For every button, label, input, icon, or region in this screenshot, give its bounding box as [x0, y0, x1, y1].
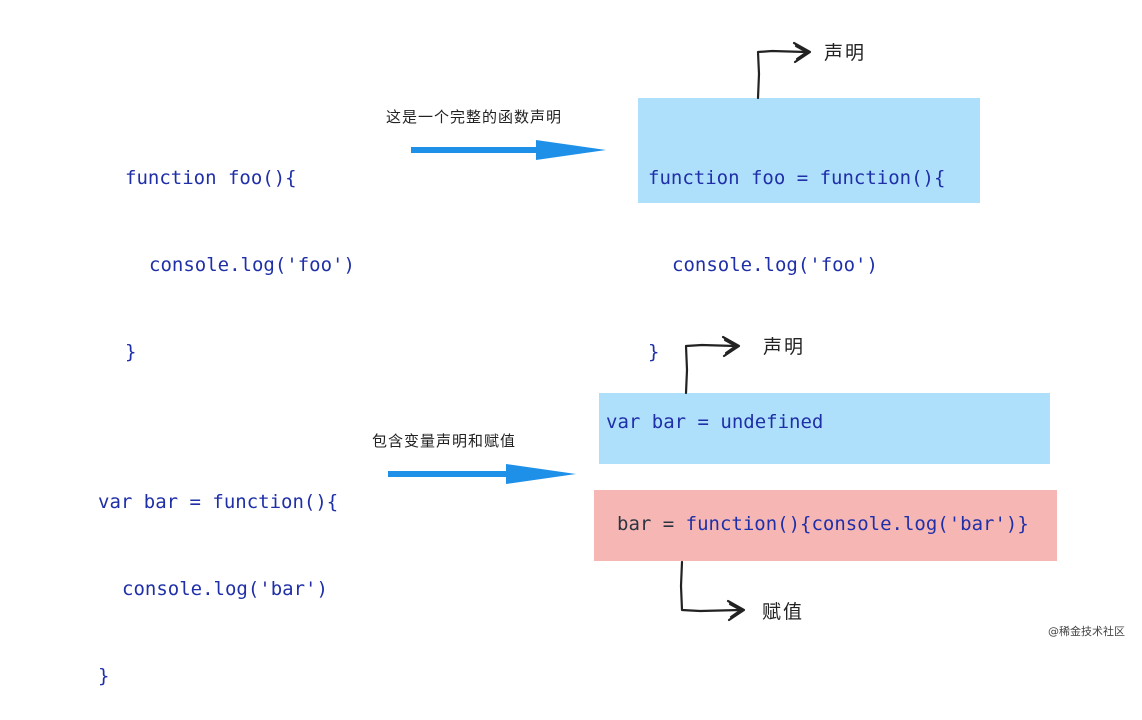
bottom-assignment-code: bar = function(){console.log('bar')} — [617, 510, 1029, 539]
bottom-annotation: 包含变量声明和赋值 — [372, 432, 517, 450]
top-result-code: function foo = function(){ console.log('… — [648, 106, 945, 425]
code-line: console.log('bar') — [122, 578, 328, 600]
assignment-value: function(){console.log('bar')} — [685, 513, 1029, 535]
arrows-layer — [388, 41, 812, 622]
bottom-transform-arrow — [388, 464, 576, 484]
code-line: var bar = function(){ — [98, 491, 339, 513]
bottom-assignment-label: 赋值 — [762, 601, 805, 623]
bottom-declaration-box: var bar = undefined — [599, 393, 1050, 464]
top-transform-arrow — [411, 140, 606, 160]
top-annotation: 这是一个完整的函数声明 — [386, 108, 563, 126]
code-line: console.log('foo') — [149, 254, 355, 276]
code-line: } — [648, 341, 660, 363]
bottom-declaration-code: var bar = undefined — [606, 411, 824, 433]
code-line: function foo = function(){ — [648, 167, 946, 189]
bottom-assignment-arrow — [679, 560, 746, 622]
code-line: console.log('foo') — [672, 254, 878, 276]
bottom-assignment-box: bar = function(){console.log('bar')} — [594, 490, 1057, 561]
watermark: @稀金技术社区 — [1048, 625, 1125, 638]
code-line: } — [98, 665, 110, 687]
code-line: } — [125, 341, 137, 363]
code-line: function foo(){ — [125, 167, 297, 189]
top-declaration-arrow — [756, 41, 812, 100]
bottom-declaration-arrow — [684, 335, 741, 395]
top-declaration-box: function foo = function(){ console.log('… — [638, 98, 980, 363]
bottom-declaration-label: 声明 — [763, 336, 806, 358]
top-declaration-label: 声明 — [824, 42, 867, 64]
top-source-code: function foo(){ console.log('foo') } — [125, 106, 355, 396]
assignment-prefix: bar = — [617, 513, 686, 535]
